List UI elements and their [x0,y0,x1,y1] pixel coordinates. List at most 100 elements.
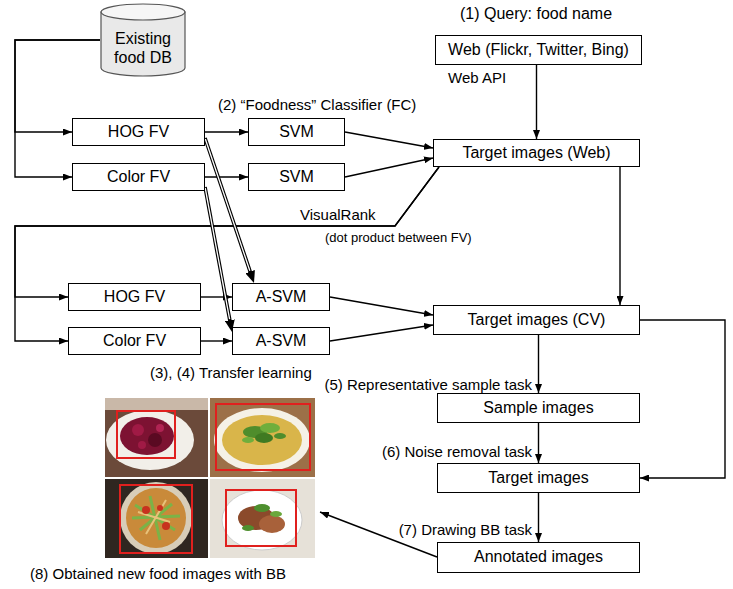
annotation-label: (8) Obtained new food images with BB [30,565,286,582]
drawing-detail [274,433,286,439]
flow-arrow [619,167,620,305]
photo-soup [210,398,315,477]
drawing-detail [142,506,150,514]
annotation-label: (7) Drawing BB task [399,521,532,538]
process-box: Target images [437,463,640,493]
drawing-detail [216,404,310,470]
database-cylinder: Existing food DB [100,3,186,77]
annotation-label: Web API [448,69,506,86]
drawing-detail [126,488,186,548]
flow-arrow [330,325,433,341]
node-label: HOG FV [108,123,169,141]
flow-arrow [345,158,433,177]
annotation-label: (dot product between FV) [325,231,472,246]
flow-arrow [205,176,248,177]
drawing-detail [120,485,192,553]
process-box: SVM [248,118,345,146]
double-line-gap [205,139,250,271]
drawing-detail [270,511,282,517]
cylinder-top [101,4,185,20]
drawing-detail [210,479,315,558]
flow-arrow [205,131,248,132]
drawing-detail [120,417,174,455]
flow-arrow [538,493,539,542]
flow-arrow [330,297,433,315]
annotation-label: (5) Representative sample task [324,376,532,393]
node-label: Color FV [103,332,166,350]
node-label: A-SVM [256,332,307,350]
drawing-detail [138,500,170,534]
drawing-detail [120,482,192,554]
process-box: HOG FV [68,283,201,311]
node-label: Annotated images [474,548,603,566]
transfer-arrow [205,187,231,326]
drawing-detail [162,522,170,530]
process-box: Color FV [68,327,201,355]
process-box: Web (Flickr, Twitter, Bing) [435,35,642,65]
drawing-detail [226,490,296,546]
flow-arrow [15,40,100,177]
flow-arrow [201,296,232,297]
drawing-detail [132,496,180,540]
flow-arrow [538,335,539,393]
drawing-detail [156,424,164,432]
node-label: Target images (Web) [462,144,610,162]
process-box: Target images (Web) [433,139,640,167]
drawing-detail [105,398,208,410]
flow-arrow [201,340,232,341]
photo-salad [105,479,208,558]
process-box: Annotated images [437,542,640,573]
node-label: Target images (CV) [468,311,606,329]
connectors [15,40,725,542]
transfer-arrow [205,138,252,277]
process-box: A-SVM [232,327,330,355]
process-box: Color FV [72,163,205,191]
drawing-detail [132,424,144,436]
annotation-label: (1) Query: food name [460,5,612,23]
flow-arrow [640,320,725,478]
process-box: Sample images [437,393,640,423]
drawing-detail [214,408,310,472]
node-label: Target images [488,469,589,487]
process-box: HOG FV [72,118,205,146]
photo-meat [210,479,315,558]
drawing-detail [105,479,208,558]
annotation-label: (2) “Foodness” Classifier (FC) [218,96,416,113]
drawing-detail [138,441,146,449]
drawing-detail [222,490,302,550]
drawing-detail [210,398,315,477]
drawing-detail [117,411,175,458]
drawing-detail [259,515,285,533]
node-label: Sample images [483,399,593,417]
node-label: Color FV [107,168,170,186]
node-label: HOG FV [104,288,165,306]
drawing-detail [242,437,254,443]
drawing-detail [222,415,302,465]
annotation-label: VisualRank [300,206,376,223]
node-label: A-SVM [256,288,307,306]
flow-arrow [345,132,433,148]
node-label: Existing food DB [106,30,180,67]
node-label: Web (Flickr, Twitter, Bing) [448,41,629,59]
cylinder-body [101,12,185,76]
flow-arrow [536,65,537,139]
flow-arrow [15,167,439,341]
drawing-detail [106,410,194,470]
process-box: A-SVM [232,283,330,311]
annotation-label: (6) Noise removal task [382,443,532,460]
drawing-detail [254,504,270,512]
double-line-gap [205,188,229,319]
process-box: Target images (CV) [433,305,640,335]
node-label: SVM [279,168,314,186]
node-label: SVM [279,123,314,141]
drawing-detail [105,398,208,477]
flow-arrow [538,423,539,463]
process-box: SVM [248,163,345,191]
drawing-detail [242,525,254,531]
drawing-detail [157,505,163,511]
drawing-detail [255,433,273,443]
drawing-detail [260,423,280,433]
photo-beet [105,398,208,477]
drawing-detail [148,433,162,447]
annotation-label: (3), (4) Transfer learning [150,364,312,381]
